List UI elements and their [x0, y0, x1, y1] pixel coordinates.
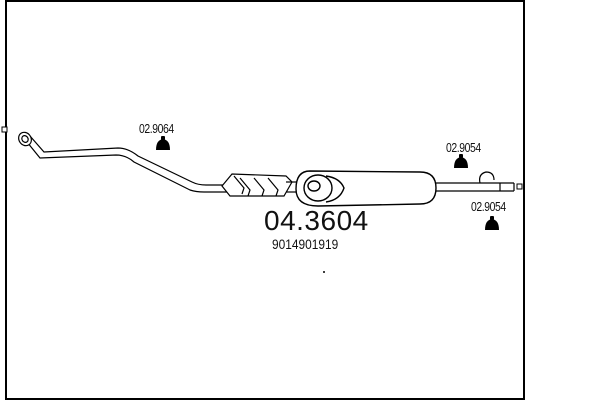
- dot-mark: [323, 271, 325, 273]
- rubber-mount-icon: [454, 154, 468, 168]
- part-number: 04.3604: [264, 205, 369, 236]
- left-end-marker: [1, 126, 8, 133]
- diagram-border: [5, 0, 525, 400]
- mount-label: 02.9064: [139, 121, 174, 136]
- rubber-mount-icon: [485, 216, 499, 230]
- tail-pipe: [436, 171, 515, 192]
- front-pipe: [18, 131, 232, 193]
- rear-silencer: [295, 170, 437, 207]
- oe-number: 9014901919: [272, 236, 339, 252]
- mount-label: 02.9054: [446, 140, 481, 155]
- inlet-flange: [18, 131, 32, 147]
- rubber-mount-icon: [156, 136, 170, 150]
- mount-label: 02.9054: [471, 199, 506, 214]
- right-end-marker: [516, 183, 523, 190]
- front-silencer: [221, 173, 293, 197]
